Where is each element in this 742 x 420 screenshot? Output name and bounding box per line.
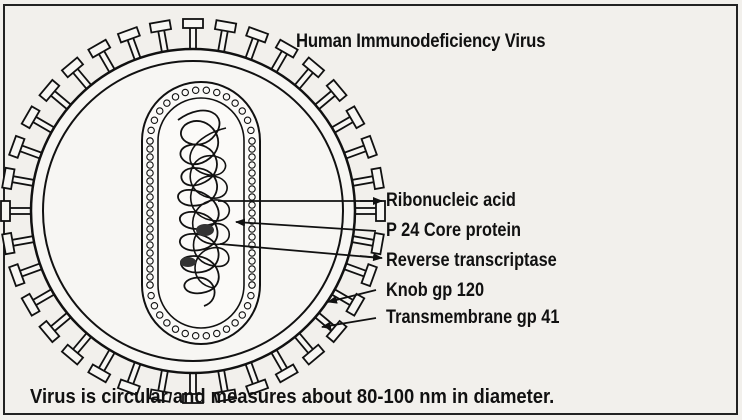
capsid-subunit bbox=[239, 108, 245, 114]
capsid-subunit bbox=[147, 234, 153, 240]
capsid-subunit bbox=[249, 146, 255, 152]
capsid-subunit bbox=[248, 127, 254, 133]
capsid-subunit bbox=[147, 218, 153, 224]
diagram-title: Human Immunodeficiency Virus bbox=[296, 31, 545, 53]
capsid-subunit bbox=[147, 274, 153, 280]
capsid-subunit bbox=[148, 127, 154, 133]
label-ribonucleic-acid: Ribonucleic acid bbox=[386, 190, 516, 212]
capsid-subunit bbox=[192, 87, 198, 93]
envelope-knob bbox=[1, 201, 33, 221]
capsid-subunit bbox=[147, 186, 153, 192]
capsid-subunit bbox=[147, 162, 153, 168]
capsid-subunit bbox=[249, 186, 255, 192]
capsid-subunit bbox=[249, 266, 255, 272]
capsid-subunit bbox=[249, 194, 255, 200]
envelope-knob bbox=[183, 19, 203, 51]
capsid-subunit bbox=[164, 320, 170, 326]
capsid-subunit bbox=[249, 226, 255, 232]
capsid-subunit bbox=[192, 333, 198, 339]
capsid-subunit bbox=[203, 87, 209, 93]
capsid-subunit bbox=[249, 250, 255, 256]
capsid-subunit bbox=[249, 154, 255, 160]
label-reverse-transcriptase: Reverse transcriptase bbox=[386, 250, 557, 272]
capsid-subunit bbox=[148, 292, 154, 298]
capsid-subunit bbox=[147, 170, 153, 176]
capsid-subunit bbox=[172, 94, 178, 100]
capsid-subunit bbox=[249, 258, 255, 264]
reverse-transcriptase-blob bbox=[180, 257, 196, 267]
capsid-subunit bbox=[232, 320, 238, 326]
capsid-subunit bbox=[249, 210, 255, 216]
capsid-subunit bbox=[249, 162, 255, 168]
capsid-subunit bbox=[249, 274, 255, 280]
capsid-subunit bbox=[248, 292, 254, 298]
capsid-subunit bbox=[249, 282, 255, 288]
capsid-subunit bbox=[223, 94, 229, 100]
capsid-subunit bbox=[164, 100, 170, 106]
diagram-caption: Virus is circular and measures about 80-… bbox=[30, 386, 554, 409]
capsid-subunit bbox=[172, 326, 178, 332]
capsid-subunit bbox=[147, 138, 153, 144]
label-p24-core-protein: P 24 Core protein bbox=[386, 220, 521, 242]
capsid-subunit bbox=[147, 194, 153, 200]
capsid-subunit bbox=[249, 178, 255, 184]
capsid-subunit bbox=[151, 117, 157, 123]
label-transmembrane-gp41: Transmembrane gp 41 bbox=[386, 307, 559, 329]
capsid-subunit bbox=[147, 226, 153, 232]
capsid-subunit bbox=[244, 117, 250, 123]
capsid-subunit bbox=[249, 234, 255, 240]
label-knob-gp120: Knob gp 120 bbox=[386, 280, 484, 302]
capsid-subunit bbox=[249, 138, 255, 144]
capsid-subunit bbox=[147, 258, 153, 264]
capsid-subunit bbox=[147, 202, 153, 208]
capsid-subunit bbox=[147, 146, 153, 152]
capsid-subunit bbox=[147, 282, 153, 288]
capsid-subunit bbox=[232, 100, 238, 106]
capsid-subunit bbox=[147, 266, 153, 272]
reverse-transcriptase-blob bbox=[196, 224, 214, 236]
capsid-subunit bbox=[182, 330, 188, 336]
capsid-subunit bbox=[214, 89, 220, 95]
capsid-subunit bbox=[147, 242, 153, 248]
capsid-subunit bbox=[147, 154, 153, 160]
capsid-subunit bbox=[157, 108, 163, 114]
capsid-subunit bbox=[147, 250, 153, 256]
capsid-subunit bbox=[249, 202, 255, 208]
capsid-subunit bbox=[203, 333, 209, 339]
capsid-subunit bbox=[223, 326, 229, 332]
capsid-subunit bbox=[249, 170, 255, 176]
capsid-subunit bbox=[244, 303, 250, 309]
capsid-subunit bbox=[182, 89, 188, 95]
arrow-to-reverse-label bbox=[360, 256, 382, 258]
capsid-subunit bbox=[239, 312, 245, 318]
capsid-subunit bbox=[157, 312, 163, 318]
capsid-subunit bbox=[214, 330, 220, 336]
capsid-subunit bbox=[147, 178, 153, 184]
capsid-subunit bbox=[147, 210, 153, 216]
envelope-knob bbox=[353, 201, 385, 221]
capsid-subunit bbox=[151, 303, 157, 309]
